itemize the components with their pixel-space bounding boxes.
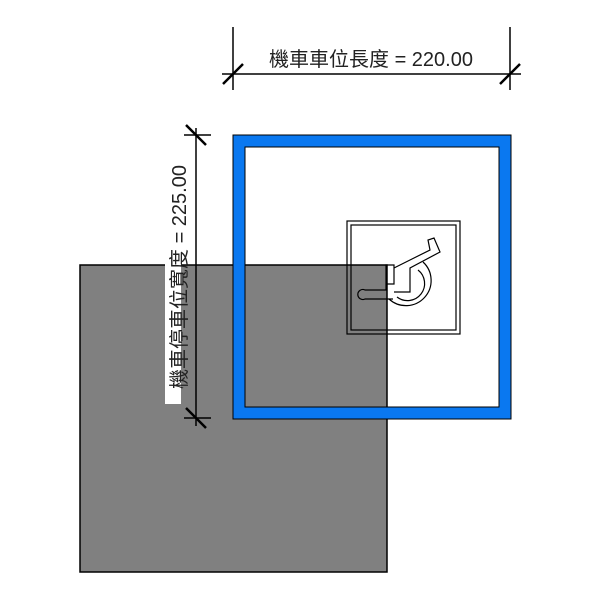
length-dimension bbox=[222, 27, 521, 90]
wheelchair-icon bbox=[346, 220, 461, 335]
width-label-background bbox=[165, 262, 181, 404]
width-label: 機車停車位寬度 = 225.00 bbox=[168, 165, 191, 389]
length-label: 機車車位長度 = 220.00 bbox=[269, 48, 473, 71]
parking-stall-outline bbox=[232, 134, 512, 420]
width-dimension bbox=[184, 124, 211, 429]
